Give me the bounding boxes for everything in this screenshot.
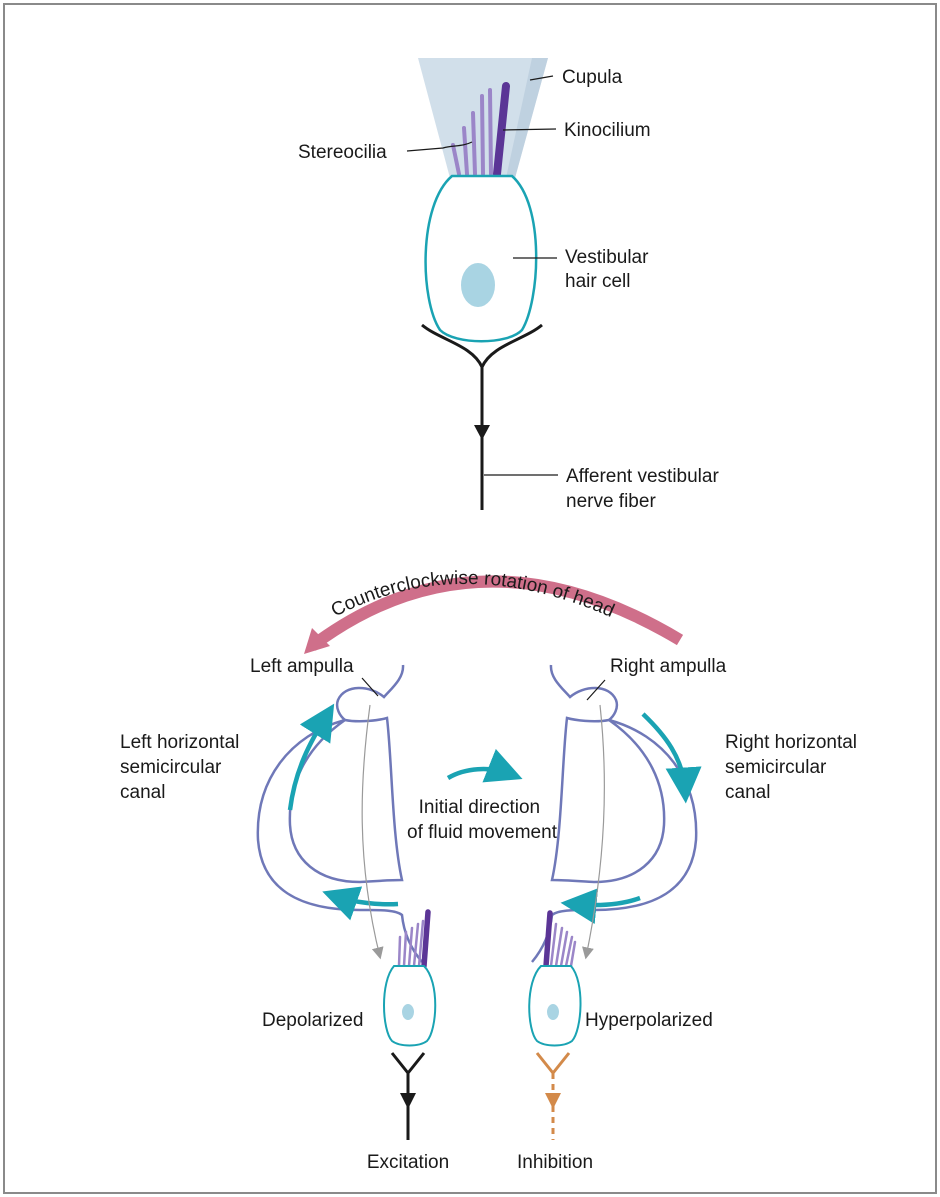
left-cell-nucleus — [402, 1004, 414, 1020]
left-canal-fluid-arrow-lower — [335, 896, 398, 904]
rotation-indicator: Counterclockwise rotation of head — [304, 568, 680, 654]
excitation-label: Excitation — [367, 1152, 449, 1173]
left-canal-inner — [290, 718, 402, 882]
right-canal-label: Right horizontal semicircular canal — [725, 732, 862, 803]
kinocilium-label: Kinocilium — [564, 120, 651, 141]
left-synapse — [392, 1053, 424, 1073]
hair-cell-nucleus — [461, 263, 495, 307]
right-nerve-arrowhead — [545, 1093, 561, 1109]
right-canal-outline — [532, 665, 696, 962]
right-stereocilia — [551, 924, 575, 966]
nerve-fiber-label: Afferent vestibular nerve fiber — [566, 466, 724, 512]
fluid-direction-label: Initial direction of fluid movement — [407, 797, 558, 843]
left-ampulla-label: Left ampulla — [250, 656, 354, 677]
central-fluid-arrow — [448, 769, 510, 778]
right-hair-cell — [529, 913, 580, 1140]
left-canal-outline — [258, 665, 422, 962]
right-canal-fluid-arrow-lower — [574, 898, 640, 905]
cupula-label: Cupula — [562, 67, 623, 88]
right-cell-nucleus — [547, 1004, 559, 1020]
left-guide-arrow — [362, 705, 380, 957]
right-kinocilium — [546, 913, 550, 966]
right-ampulla-label: Right ampulla — [610, 656, 727, 677]
left-kinocilium — [424, 912, 428, 966]
right-synapse — [537, 1053, 569, 1073]
left-stereocilia — [399, 921, 423, 966]
left-canal-label: Left horizontal semicircular canal — [120, 732, 245, 803]
left-hair-cell — [384, 912, 435, 1140]
hair-cell-label: Vestibular hair cell — [565, 247, 654, 292]
left-nerve-arrowhead — [400, 1093, 416, 1109]
left-horizontal-canal — [258, 665, 422, 962]
right-horizontal-canal — [532, 665, 696, 962]
stereocilia-label: Stereocilia — [298, 142, 387, 163]
right-canal-inner — [552, 718, 664, 882]
hair-cell-body — [426, 176, 537, 341]
depolarized-label: Depolarized — [262, 1010, 363, 1031]
right-guide-arrow — [586, 705, 604, 957]
hair-cell-detail: Cupula Kinocilium Stereocilia Vestibular… — [298, 58, 724, 512]
inhibition-label: Inhibition — [517, 1152, 593, 1173]
hyperpolarized-label: Hyperpolarized — [585, 1010, 713, 1031]
left-ampulla-leader — [362, 678, 378, 696]
nerve-direction-arrowhead — [474, 425, 490, 440]
